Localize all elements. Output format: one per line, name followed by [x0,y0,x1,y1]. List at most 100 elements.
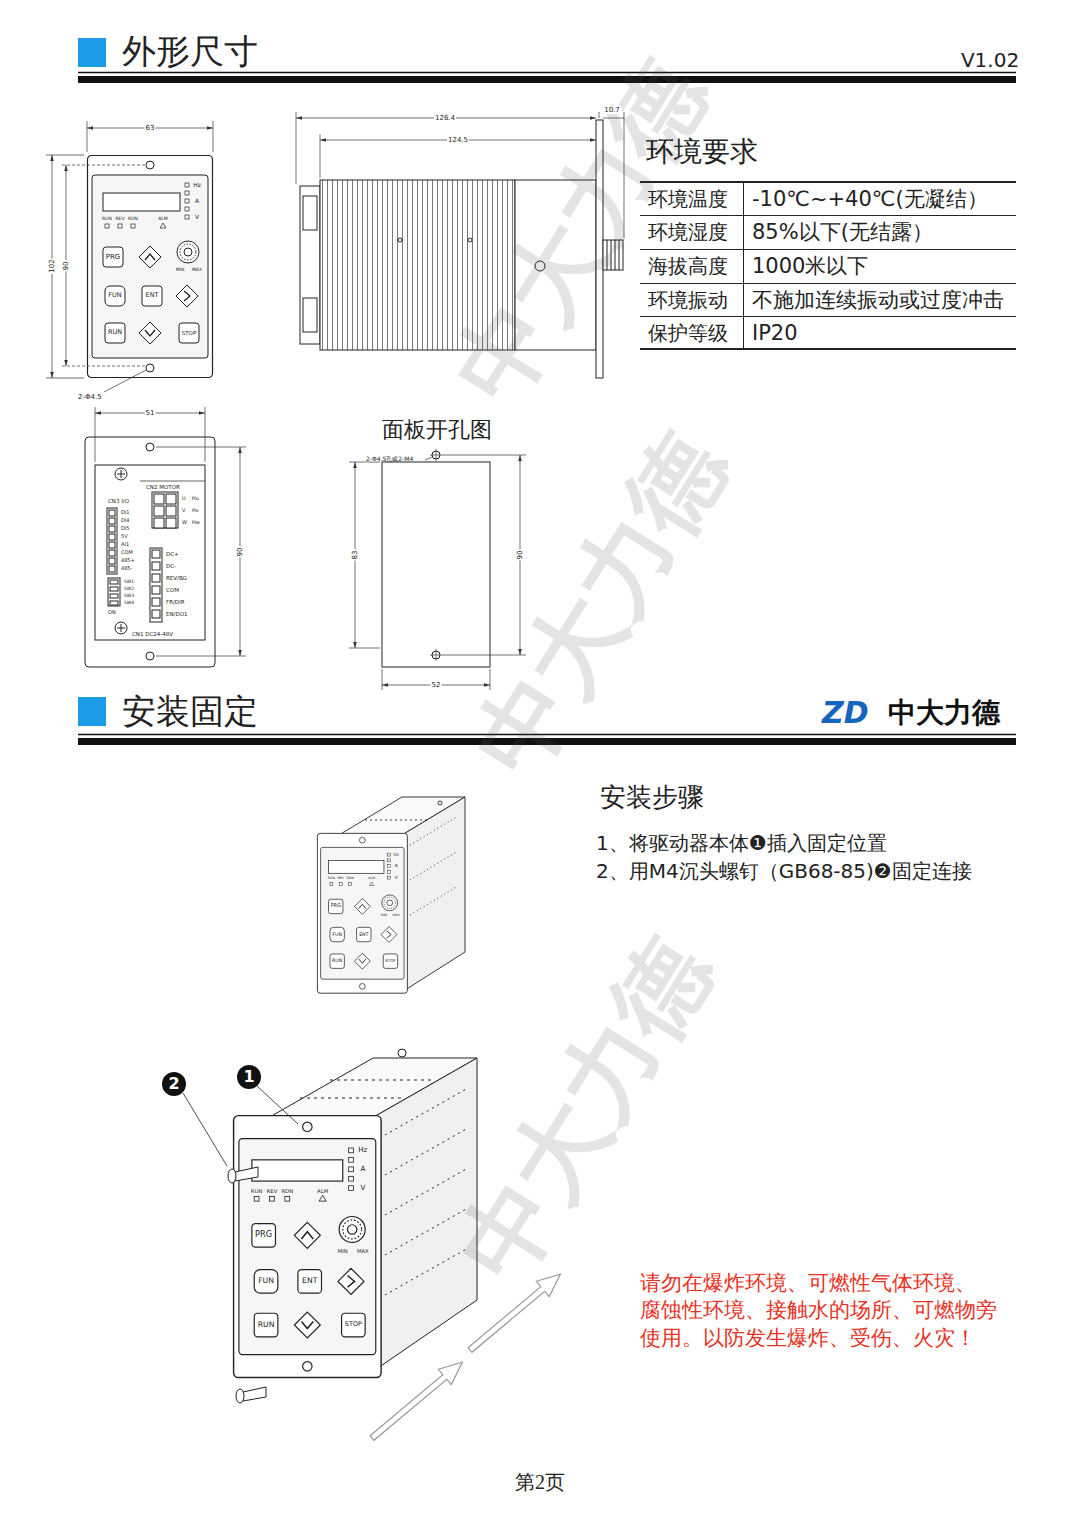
panel-key-text: RUN [328,877,335,881]
page-number: 第2页 [515,1471,565,1494]
panel-key-text: PRG [255,1231,272,1241]
table-title: 环境要求 [646,136,758,168]
terminal-label: U [182,496,186,502]
terminal-label: CN3 I/O [108,498,129,504]
panel-key-text: Hz [358,1146,367,1154]
terminal-label: SW2 [124,586,134,591]
panel-key-text: PRG [331,904,341,910]
terminal-label: SW4 [124,600,134,605]
panel-key-text: FUN [332,932,342,937]
panel-key-text: FUN [108,292,121,299]
dimension-text: 124.5 [447,136,469,144]
table-cell: 环境温度 [648,187,728,210]
dimension-text: 102 [48,258,56,273]
panel-key-text: RUN [108,329,122,336]
panel-key-text: V [195,214,199,221]
terminal-label: AI1 [121,542,129,548]
terminal-label: CN2 MOTOR [146,484,180,490]
terminal-label: DC- [166,563,176,569]
terminal-label: Hu [192,496,199,502]
panel-key-text: ENT [359,932,368,937]
panel-key-text: REV [267,1187,278,1193]
panel-key-text: ENT [302,1277,317,1286]
panel-key-text: RUN [102,216,112,221]
panel-key-text: A [195,198,199,205]
panel-key-text: MAX [357,1248,369,1254]
terminal-label: COM [166,587,179,593]
terminal-label: 485- [121,566,132,572]
table-cell: 海拔高度 [648,255,728,278]
terminal-label: COM [121,550,133,556]
panel-key-text: ALM [317,1187,328,1193]
terminal-label: DI5 [121,526,130,532]
panel-key-text: MIN [176,267,185,272]
panel-key-text: MAX [393,914,400,918]
table-cell: 环境振动 [648,288,728,311]
terminal-label: Hv [192,508,199,514]
terminal-label: DI1 [121,510,130,516]
panel-key-text: RUN [258,1321,275,1330]
panel-key-text: REV [337,877,344,881]
dimension-text: 126.4 [434,114,456,122]
terminal-label: SW1 [124,579,134,584]
dimension-text: 10.7 [603,106,621,114]
panel-key-text: V [395,875,398,880]
table-cell: 保护等级 [648,321,728,344]
panel-key-text: V [360,1184,365,1192]
subheading: 安装步骤 [600,783,704,813]
logo-text: ZD [822,696,869,731]
callout-number: 2 [168,1075,179,1093]
panel-key-text: MIN [338,1248,348,1254]
table-cell: 不施加连续振动或过度冲击 [752,287,1004,311]
panel-key-text: A [360,1165,365,1173]
step-text: 1、将驱动器本体❶插入固定位置 [596,832,887,855]
panel-key-text: RDN [128,216,138,221]
hole-note: 2-Φ4.5 [78,393,102,401]
terminal-label: ON [108,610,116,616]
panel-key-text: STOP [345,1321,362,1328]
panel-key-text: RDN [347,877,354,881]
terminal-label: DC+ [166,551,179,557]
panel-key-text: RDN [281,1187,293,1193]
dimension-text: 90 [236,547,244,558]
panel-key-text: MAX [192,267,202,272]
dimension-text: 83 [351,550,359,561]
terminal-label: 5V [121,534,128,540]
section-heading: 安装固定 [122,692,258,731]
panel-key-text: ENT [146,292,159,299]
terminal-label: REV/BG [166,575,187,581]
dimension-text: 90 [516,550,524,561]
watermark: 中大力德 [438,920,732,1300]
panel-key-text: ALM [158,216,167,221]
terminal-label: DI4 [121,518,130,524]
dimension-text: 52 [431,681,442,689]
terminal-label: FR/DIR [166,599,185,605]
hole-note: 2-Φ4.5孔或2-M4 [366,456,413,463]
panel-key-text: REV [115,216,124,221]
terminal-label: EN/DO1 [166,611,188,617]
panel-key-text: Hz [193,182,201,189]
figure-title: 面板开孔图 [382,417,492,442]
panel-key-text: STOP [182,330,197,336]
logo-text: 中大力德 [888,697,1000,729]
dimension-text: 51 [145,409,156,417]
panel-key-text: A [395,864,398,869]
warning-note: 请勿在爆炸环境、可燃性气体环境、 腐蚀性环境、接触水的场所、可燃物旁 使用。以防… [640,1270,1020,1352]
version-text: V1.02 [961,49,1019,72]
callout-number: 1 [243,1068,254,1086]
panel-key-text: FUN [258,1277,274,1286]
table-cell: IP20 [752,320,798,344]
table-cell: 1000米以下 [752,254,868,278]
terminal-label: 485+ [121,558,135,564]
panel-key-text: PRG [106,253,121,261]
section-heading: 外形尺寸 [122,32,258,71]
table-cell: 85%以下(无结露） [752,220,933,244]
dimension-text: 90 [62,261,70,272]
panel-key-text: ALM [368,877,375,881]
panel-key-text: RUN [332,958,342,963]
terminal-label: Hw [192,520,200,526]
terminal-label: CN1 DC24-48V [132,631,173,637]
terminal-label: V [182,508,185,514]
panel-key-text: MIN [381,914,387,918]
